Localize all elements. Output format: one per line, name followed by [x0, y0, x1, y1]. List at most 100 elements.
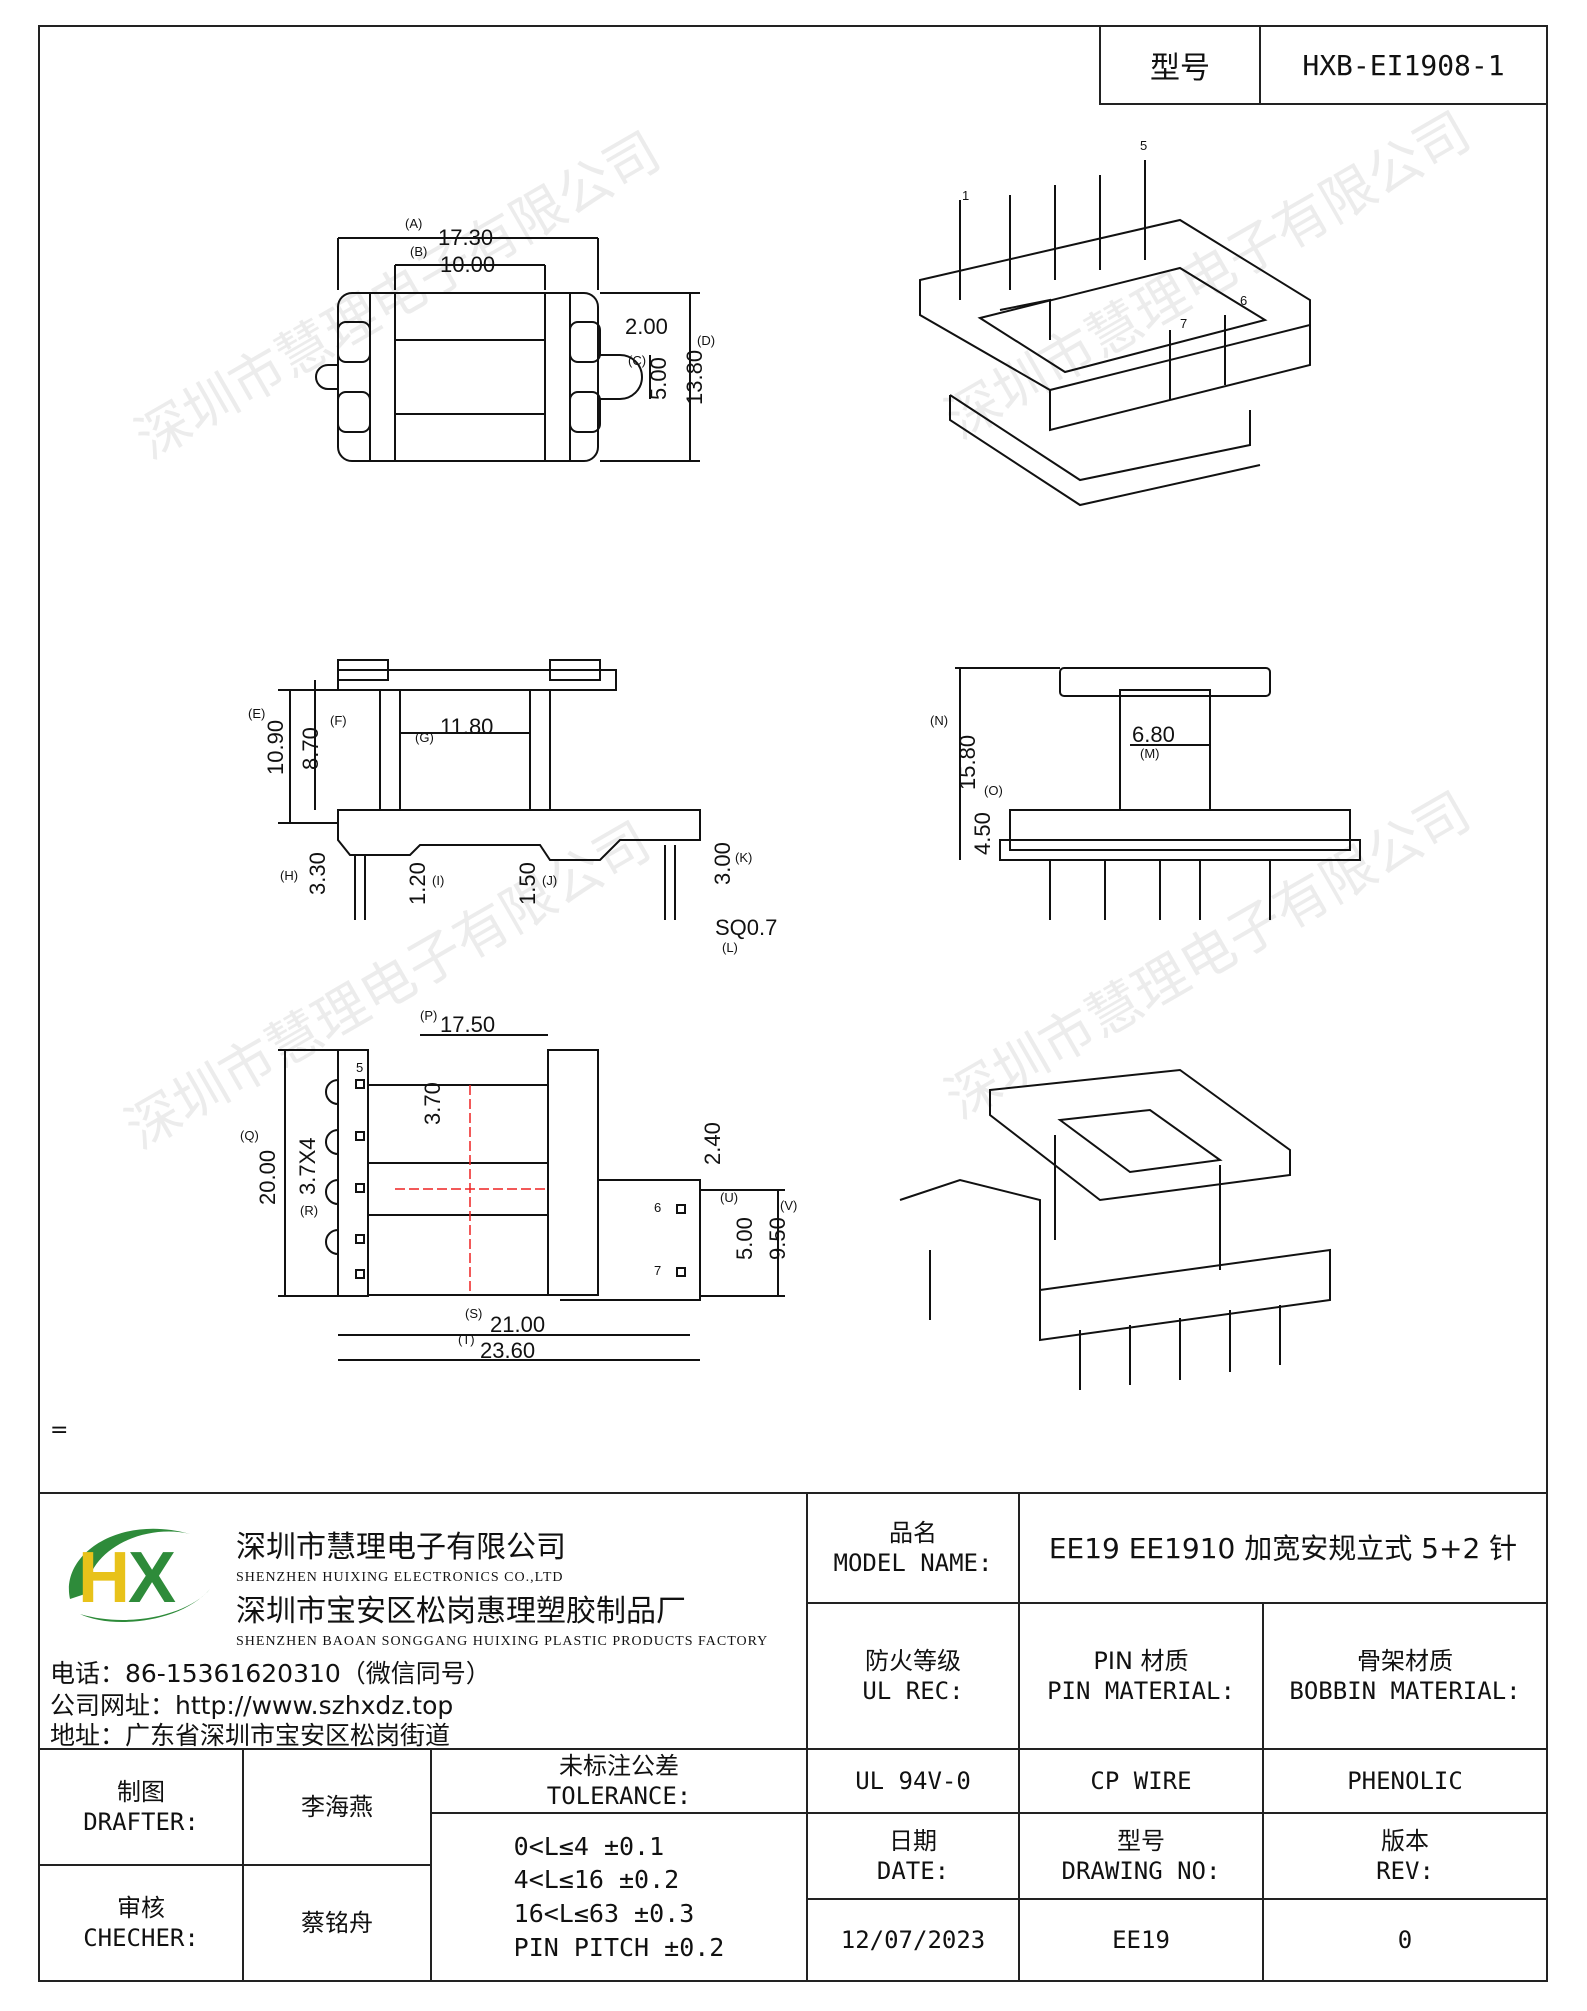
svg-text:23.60: 23.60: [480, 1338, 535, 1363]
company-website: 公司网址：http://www.szhxdz.top: [50, 1691, 454, 1720]
svg-text:3.30: 3.30: [305, 852, 330, 895]
svg-text:(I): (I): [432, 873, 444, 888]
ul-value: UL 94V-0: [806, 1748, 1020, 1814]
company-address: 地址：广东省深圳市宝安区松岗街道: [50, 1721, 451, 1750]
svg-text:13.80: 13.80: [682, 350, 707, 405]
svg-text:(P): (P): [420, 1008, 437, 1023]
svg-text:(F): (F): [330, 713, 347, 728]
svg-text:(U): (U): [720, 1190, 738, 1205]
bottom-view: [278, 1034, 785, 1361]
tolerance-line: 0<L≤4 ±0.1: [513, 1831, 665, 1861]
svg-text:5: 5: [1140, 138, 1147, 153]
tolerance-values: 0<L≤4 ±0.1 4<L≤16 ±0.2 16<L≤63 ±0.3 PIN …: [430, 1812, 808, 1982]
svg-text:(S): (S): [465, 1306, 482, 1321]
svg-text:(Q): (Q): [240, 1128, 259, 1143]
svg-text:6.80: 6.80: [1132, 722, 1175, 747]
svg-text:7: 7: [654, 1263, 661, 1278]
svg-text:4.50: 4.50: [970, 812, 995, 855]
svg-text:7: 7: [1180, 316, 1187, 331]
svg-text:5.00: 5.00: [732, 1217, 757, 1260]
svg-text:5.00: 5.00: [646, 357, 671, 400]
top-view: [315, 237, 700, 462]
watermark: 深圳市慧理电子有限公司: [935, 100, 1481, 452]
svg-text:1.20: 1.20: [405, 862, 430, 905]
svg-text:1.50: 1.50: [515, 862, 540, 905]
date-value: 12/07/2023: [806, 1898, 1020, 1982]
model-label: 型号: [1101, 27, 1261, 103]
svg-text:3.70: 3.70: [420, 1082, 445, 1125]
company-name-cn: 深圳市慧理电子有限公司: [236, 1530, 566, 1565]
watermark: 深圳市慧理电子有限公司: [935, 780, 1481, 1132]
tolerance-line: PIN PITCH ±0.2: [513, 1932, 725, 1962]
tolerance-line: 4<L≤16 ±0.2: [513, 1865, 680, 1895]
svg-text:(T): (T): [458, 1332, 475, 1347]
svg-text:3.7X4: 3.7X4: [295, 1138, 320, 1196]
svg-text:10.90: 10.90: [263, 720, 288, 775]
company-phone: 电话：86-15361620310（微信同号）: [50, 1659, 491, 1688]
svg-text:H: H: [78, 1538, 130, 1618]
checker-value: 蔡铭舟: [242, 1864, 432, 1982]
bobbin-material-value: PHENOLIC: [1262, 1748, 1548, 1814]
svg-text:5: 5: [356, 1060, 363, 1075]
svg-text:6: 6: [1240, 293, 1247, 308]
svg-text:9.50: 9.50: [765, 1217, 790, 1260]
svg-text:(R): (R): [300, 1203, 318, 1218]
watermark: 深圳市慧理电子有限公司: [115, 810, 661, 1162]
svg-text:8.70: 8.70: [298, 727, 323, 770]
svg-text:1: 1: [962, 188, 969, 203]
model-name-value: EE19 EE1910 加宽安规立式 5+2 针: [1018, 1492, 1548, 1604]
svg-text:3.00: 3.00: [710, 842, 735, 885]
model-box: 型号 HXB-EI1908-1: [1099, 27, 1546, 105]
factory-name-en: SHENZHEN BAOAN SONGGANG HUIXING PLASTIC …: [236, 1634, 769, 1649]
model-value: HXB-EI1908-1: [1302, 48, 1505, 82]
svg-text:SQ0.7: SQ0.7: [715, 915, 777, 940]
stray-mark: =: [50, 1418, 69, 1443]
iso-view-bottom: [899, 1068, 1331, 1390]
drawing-no-value: EE19: [1018, 1898, 1264, 1982]
front-view: [278, 659, 701, 920]
svg-text:2.00: 2.00: [625, 314, 668, 339]
technical-drawing: 深圳市慧理电子有限公司 深圳市慧理电子有限公司 深圳市慧理电子有限公司 深圳市慧…: [115, 100, 1481, 1390]
iso-view-top: [919, 160, 1311, 507]
svg-text:X: X: [128, 1538, 176, 1618]
svg-text:(V): (V): [780, 1198, 797, 1213]
rev-value: 0: [1262, 1898, 1548, 1982]
pin-material-value: CP WIRE: [1018, 1748, 1264, 1814]
svg-text:17.50: 17.50: [440, 1012, 495, 1037]
company-panel: H X 深圳市慧理电子有限公司 SHENZHEN HUIXING ELECTRO…: [38, 1492, 808, 1750]
drafter-value: 李海燕: [242, 1748, 432, 1866]
svg-text:(L): (L): [722, 940, 738, 955]
svg-text:(D): (D): [697, 333, 715, 348]
svg-text:20.00: 20.00: [255, 1150, 280, 1205]
svg-text:(J): (J): [542, 873, 557, 888]
svg-text:21.00: 21.00: [490, 1312, 545, 1337]
tolerance-line: 16<L≤63 ±0.3: [513, 1899, 695, 1928]
company-logo: H X: [68, 1528, 210, 1622]
svg-text:11.80: 11.80: [440, 714, 493, 739]
center-lines: [395, 1085, 548, 1295]
watermarks: 深圳市慧理电子有限公司 深圳市慧理电子有限公司 深圳市慧理电子有限公司 深圳市慧…: [115, 100, 1481, 1162]
svg-text:2.40: 2.40: [700, 1122, 725, 1165]
watermark: 深圳市慧理电子有限公司: [125, 120, 671, 472]
company-name-en: SHENZHEN HUIXING ELECTRONICS CO.,LTD: [236, 1570, 564, 1585]
svg-text:(K): (K): [735, 850, 752, 865]
svg-text:(M): (M): [1140, 746, 1160, 761]
svg-text:6: 6: [654, 1200, 661, 1215]
dimension-labels: (A) 17.30 (B) 10.00 2.00 (C) 5.00 (D) 13…: [240, 138, 1247, 1363]
svg-text:(H): (H): [280, 868, 298, 883]
svg-text:(N): (N): [930, 713, 948, 728]
svg-text:(C): (C): [628, 353, 646, 368]
title-block: H X 深圳市慧理电子有限公司 SHENZHEN HUIXING ELECTRO…: [38, 1492, 1548, 1982]
svg-text:(O): (O): [984, 783, 1003, 798]
svg-text:(A): (A): [405, 216, 422, 231]
side-view: [955, 667, 1361, 920]
svg-text:(E): (E): [248, 706, 265, 721]
